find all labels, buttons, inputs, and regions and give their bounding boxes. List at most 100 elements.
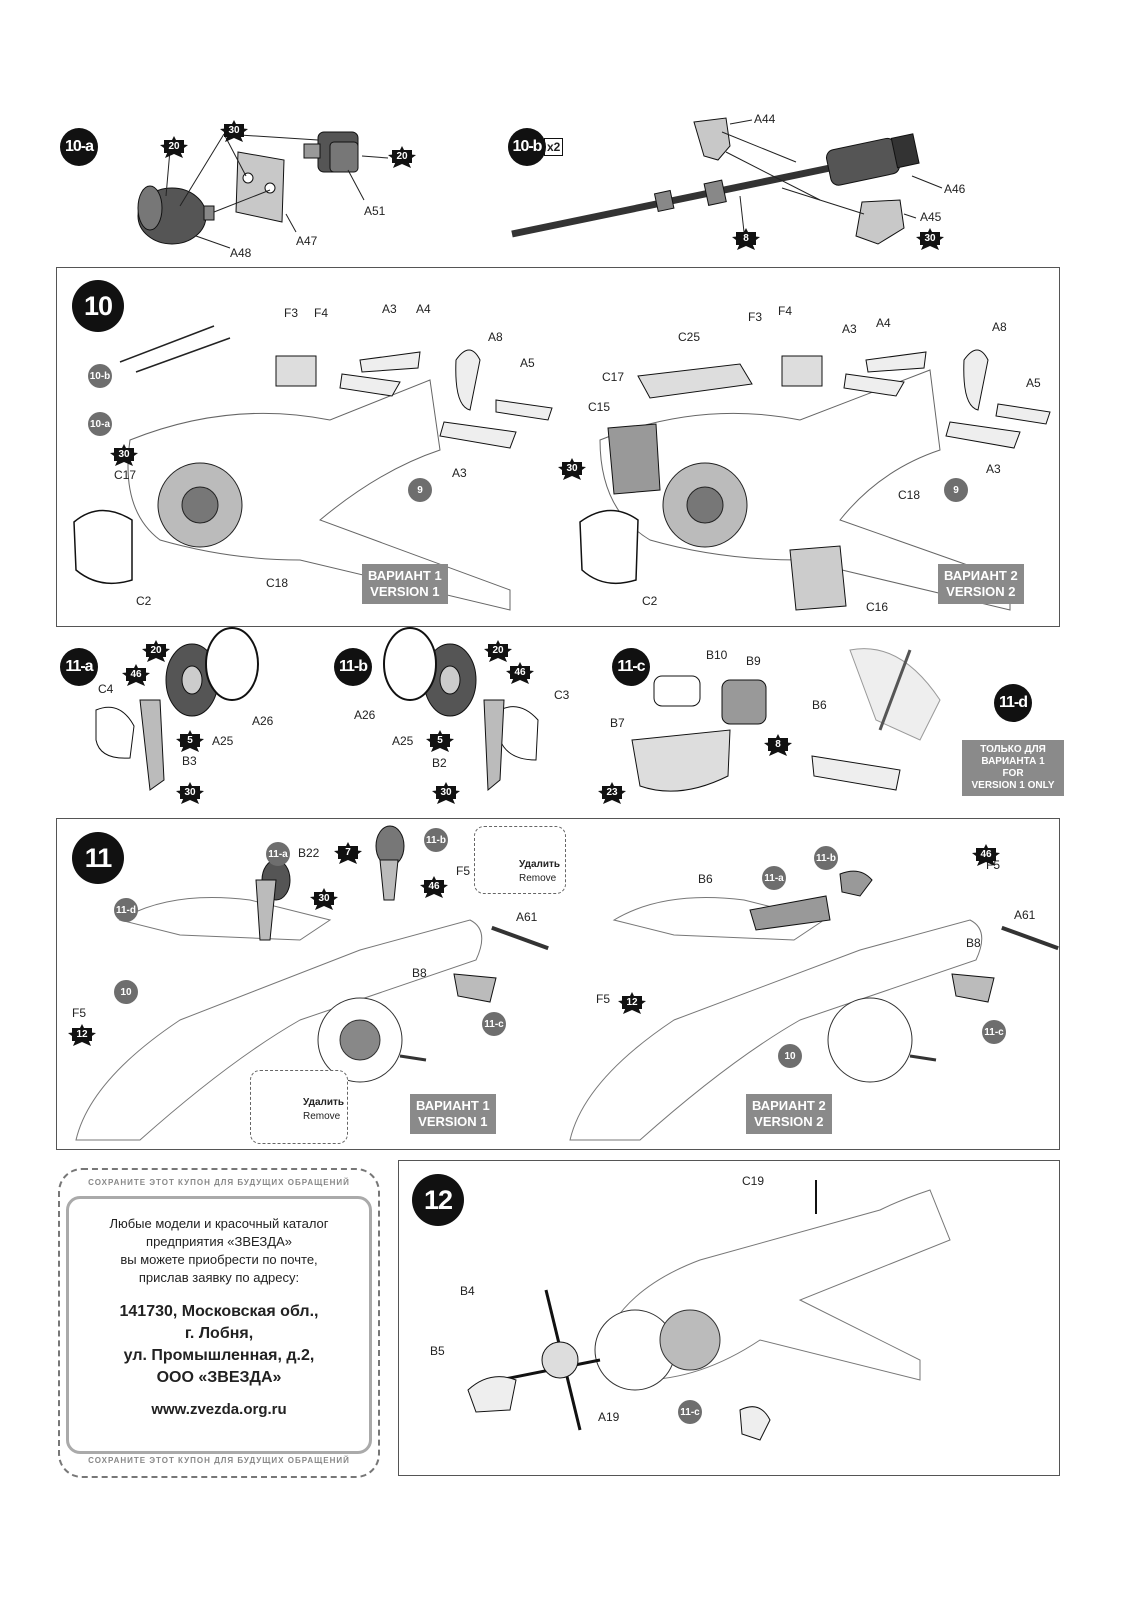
version-2-badge-10: ВАРИАНТ 2 VERSION 2 xyxy=(938,564,1024,604)
label-a8b: A8 xyxy=(992,320,1007,334)
star-10-30b: 30 xyxy=(558,458,586,480)
star-11a-5: 5 xyxy=(176,730,204,752)
coupon-addr4: ООО «ЗВЕЗДА» xyxy=(156,1369,282,1386)
label-f4b: F4 xyxy=(778,304,793,318)
star-11b-20: 20 xyxy=(484,640,512,662)
step-11-panel xyxy=(56,818,1060,1150)
label-a26b: A26 xyxy=(354,708,376,722)
star-11c-23: 23 xyxy=(598,782,626,804)
remove-ru-1: Удалить xyxy=(519,859,561,870)
parts-11d-drawing xyxy=(811,648,941,791)
only-v1-line1: ТОЛЬКО ДЛЯ xyxy=(980,744,1046,755)
star-11b-5: 5 xyxy=(426,730,454,752)
label-c2a: C2 xyxy=(136,594,152,608)
label-f5a: F5 xyxy=(456,864,471,878)
coupon-addr3: ул. Промышленная, д.2, xyxy=(123,1347,315,1364)
coupon: СОХРАНИТЕ ЭТОТ КУПОН ДЛЯ БУДУЩИХ ОБРАЩЕН… xyxy=(58,1168,380,1478)
label-a4b: A4 xyxy=(876,316,891,330)
label-a51: A51 xyxy=(364,204,386,218)
label-c16: C16 xyxy=(866,600,889,614)
ref-9a: 9 xyxy=(408,478,432,502)
step-11d-badge: 11-d xyxy=(994,684,1032,722)
label-f4a: F4 xyxy=(314,306,329,320)
label-a3b: A3 xyxy=(452,466,467,480)
label-b2: B2 xyxy=(432,756,447,770)
step-12-panel xyxy=(398,1160,1060,1476)
version-2b-en: VERSION 2 xyxy=(754,1114,824,1129)
multiplier-x2: x2 xyxy=(544,138,564,156)
label-a25b: A25 xyxy=(392,734,414,748)
version-2-badge-11: ВАРИАНТ 2 VERSION 2 xyxy=(746,1094,832,1134)
airframe-12-drawing xyxy=(467,1180,951,1441)
star-10a-30: 30 xyxy=(220,120,248,142)
label-a26a: A26 xyxy=(252,714,274,728)
star-11-7: 7 xyxy=(334,842,362,864)
remove-en-1: Remove xyxy=(519,873,557,884)
ref-9b: 9 xyxy=(944,478,968,502)
ref-10-2: 10 xyxy=(778,1044,802,1068)
label-c2b: C2 xyxy=(642,594,658,608)
wheel-11b-drawing xyxy=(383,627,539,792)
label-a3c: A3 xyxy=(842,322,857,336)
label-c19: C19 xyxy=(742,1174,765,1188)
label-a25a: A25 xyxy=(212,734,234,748)
ref-11b-2: 11-b xyxy=(814,846,838,870)
version-1-ru: ВАРИАНТ 1 xyxy=(368,568,442,583)
version-2b-ru: ВАРИАНТ 2 xyxy=(752,1098,826,1113)
canopy-parts-drawing xyxy=(275,349,1051,449)
step-11a-badge: 11-a xyxy=(60,648,98,686)
label-a4a: A4 xyxy=(416,302,431,316)
only-v1-line3: FOR xyxy=(1002,768,1024,779)
star-10a-20b: 20 xyxy=(388,146,416,168)
star-10b-8: 8 xyxy=(732,228,760,250)
step-11c-badge: 11-c xyxy=(612,648,650,686)
version-1-en: VERSION 1 xyxy=(370,584,440,599)
label-a5b: A5 xyxy=(1026,376,1041,390)
coupon-line2: предприятия «ЗВЕЗДА» xyxy=(146,1234,292,1249)
label-a44: A44 xyxy=(754,112,776,126)
version-1b-ru: ВАРИАНТ 1 xyxy=(416,1098,490,1113)
only-v1-line2: ВАРИАНТА 1 xyxy=(981,756,1045,767)
ref-11a-2: 11-a xyxy=(762,866,786,890)
part-a51-drawing xyxy=(303,131,359,173)
label-b6b: B6 xyxy=(698,872,713,886)
label-c18b: C18 xyxy=(898,488,921,502)
coupon-body: Любые модели и красочный каталог предпри… xyxy=(66,1196,372,1454)
star-11-12b: 12 xyxy=(618,992,646,1014)
coupon-website[interactable]: www.zvezda.org.ru xyxy=(151,1401,287,1418)
star-11b-46: 46 xyxy=(506,662,534,684)
label-a5a: A5 xyxy=(520,356,535,370)
ref-11c-1: 11-c xyxy=(482,1012,506,1036)
only-version1-badge: ТОЛЬКО ДЛЯ ВАРИАНТА 1 FOR VERSION 1 ONLY xyxy=(962,740,1064,796)
wheel-11a-drawing xyxy=(95,627,259,791)
star-11-46a: 46 xyxy=(420,876,448,898)
version-2-en: VERSION 2 xyxy=(946,584,1016,599)
version-2-ru: ВАРИАНТ 2 xyxy=(944,568,1018,583)
label-a47: A47 xyxy=(296,234,318,248)
label-a45: A45 xyxy=(920,210,942,224)
part-a45-drawing xyxy=(855,199,905,245)
label-a61a: A61 xyxy=(516,910,538,924)
label-b8b: B8 xyxy=(966,936,981,950)
label-b3: B3 xyxy=(182,754,197,768)
parts-11c-drawing xyxy=(631,675,767,792)
step-10a-badge: 10-a xyxy=(60,128,98,166)
step-10-panel xyxy=(56,267,1060,627)
label-c4: C4 xyxy=(98,682,114,696)
star-10-30a: 30 xyxy=(110,444,138,466)
version-1-badge-11: ВАРИАНТ 1 VERSION 1 xyxy=(410,1094,496,1134)
label-a3d: A3 xyxy=(986,462,1001,476)
ref-10a: 10-a xyxy=(88,412,112,436)
label-a48: A48 xyxy=(230,246,252,260)
ref-11c-2: 11-c xyxy=(982,1020,1006,1044)
star-10b-30: 30 xyxy=(916,228,944,250)
step-12-badge: 12 xyxy=(412,1174,464,1226)
gear-11-v1-drawing xyxy=(255,825,405,941)
label-b8a: B8 xyxy=(412,966,427,980)
label-b9: B9 xyxy=(746,654,761,668)
label-f3b: F3 xyxy=(748,310,763,324)
star-11-12a: 12 xyxy=(68,1024,96,1046)
remove-callout-1: Удалить Remove xyxy=(474,826,566,894)
coupon-line3: вы можете приобрести по почте, xyxy=(120,1252,318,1267)
label-b4: B4 xyxy=(460,1284,475,1298)
